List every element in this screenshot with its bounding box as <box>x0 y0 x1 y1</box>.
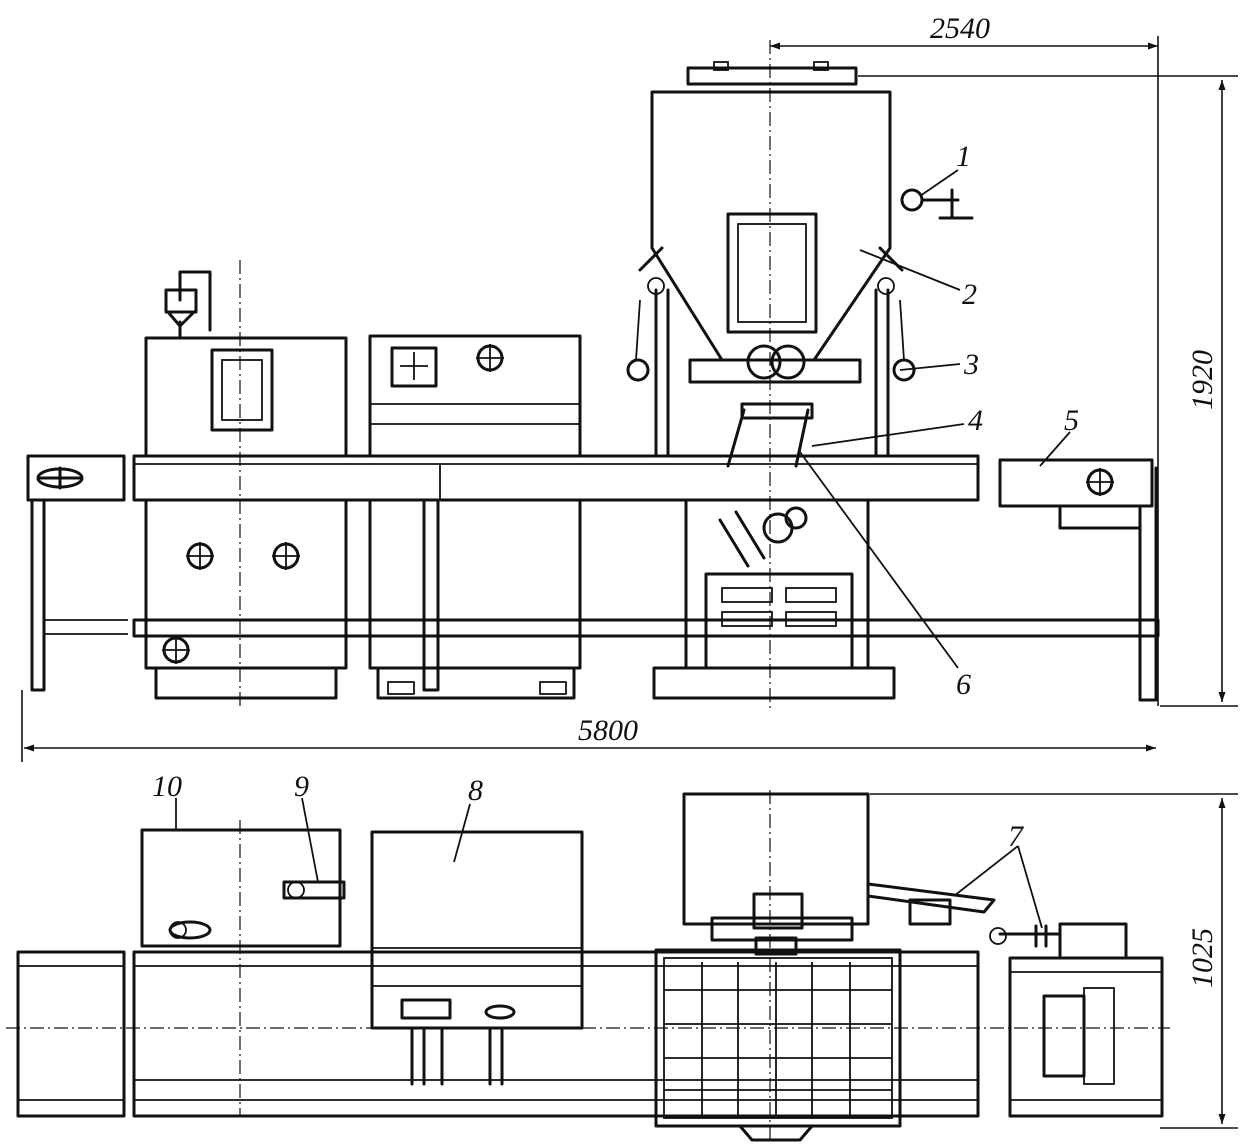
dimension-height-front: 1920 <box>858 75 1238 707</box>
plan-element-9 <box>282 880 346 900</box>
plan-leader-lines <box>175 797 1043 929</box>
label-2: 2 <box>962 278 977 311</box>
label-7: 7 <box>1008 820 1025 853</box>
dimension-height-plan: 1025 <box>870 793 1238 1129</box>
plan-conveyor <box>16 950 1164 1118</box>
plan-box-8 <box>370 830 584 1086</box>
plan-hopper <box>654 792 902 1142</box>
hopper <box>626 61 974 568</box>
label-8: 8 <box>468 774 483 807</box>
plan-element-7 <box>866 882 1128 960</box>
main-conveyor-front <box>132 454 1160 638</box>
label-6: 6 <box>956 668 971 701</box>
cabinet-left-front <box>144 270 348 700</box>
label-9: 9 <box>294 770 309 803</box>
dim-1025: 1025 <box>1186 928 1219 988</box>
label-5: 5 <box>1064 404 1079 437</box>
label-1: 1 <box>956 140 971 173</box>
dimension-top-width: 2540 <box>770 12 1159 706</box>
front-elevation: 1 2 3 4 5 6 2540 1920 5800 <box>21 12 1238 762</box>
cabinet-middle-front <box>368 334 582 700</box>
dim-2540: 2540 <box>930 12 990 45</box>
label-4: 4 <box>968 404 983 437</box>
leader-lines <box>799 169 1071 669</box>
left-table <box>26 454 128 692</box>
dimension-total-length: 5800 <box>21 690 1156 762</box>
plan-box-10 <box>140 828 342 948</box>
dim-1920: 1920 <box>1186 350 1219 410</box>
hopper-frame <box>652 288 896 700</box>
label-3: 3 <box>963 348 979 381</box>
dim-5800: 5800 <box>578 714 638 747</box>
label-10: 10 <box>152 770 182 803</box>
right-conveyor-front <box>998 458 1158 702</box>
plan-view: 10 9 8 7 1025 <box>6 770 1238 1144</box>
